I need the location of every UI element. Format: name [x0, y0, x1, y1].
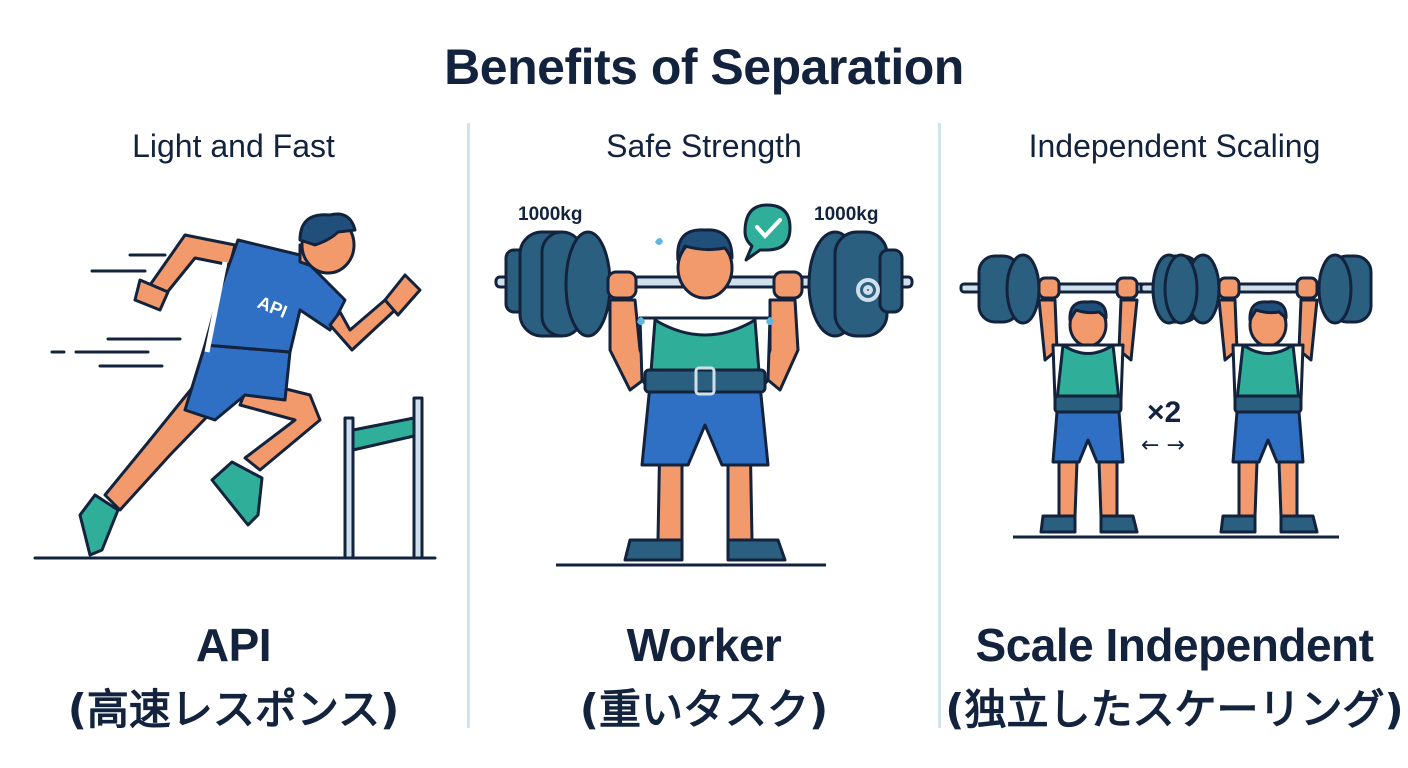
page-title: Benefits of Separation: [444, 39, 964, 95]
right-weight-label: 1000kg: [814, 204, 878, 225]
panel-heading: Worker: [626, 619, 782, 671]
panel-subtitle: Safe Strength: [606, 128, 802, 164]
panel-caption: (重いタスク): [579, 685, 829, 734]
panel-light-and-fast: Light and Fast: [0, 0, 467, 768]
gear-icon: [856, 278, 880, 302]
multiplier-label: ×2: [1147, 396, 1181, 429]
column-divider-1: [467, 123, 470, 728]
left-weight-label: 1000kg: [518, 204, 582, 225]
weightlifter-icon: 1000kg 1000kg: [494, 203, 914, 567]
panel-caption: (高速レスポンス): [67, 685, 400, 734]
panel-subtitle: Independent Scaling: [1028, 128, 1321, 164]
sprinter-icon: API: [33, 212, 437, 560]
panel-heading: API: [195, 619, 272, 671]
panel-subtitle: Light and Fast: [132, 128, 335, 164]
column-divider-2: [938, 123, 941, 728]
panel-caption: (独立したスケーリング): [945, 685, 1404, 734]
panel-heading: Scale Independent: [975, 619, 1374, 671]
check-speech-bubble-icon: [755, 218, 782, 239]
scale-arrows-icon: ← →: [1141, 433, 1185, 458]
panel-independent-scaling: Independent Scaling: [941, 0, 1408, 768]
two-weightlifters-icon: ×2 ← →: [959, 253, 1373, 539]
panel-safe-strength: Safe Strength 1000kg 1000kg: [470, 0, 938, 768]
